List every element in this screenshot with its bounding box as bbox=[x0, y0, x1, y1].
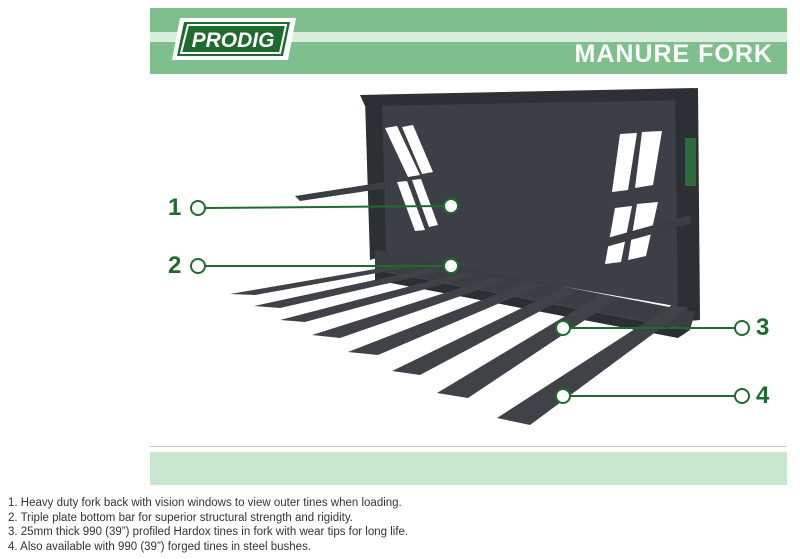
callout-marker bbox=[734, 320, 750, 336]
callout-label-4: 4 bbox=[756, 382, 770, 409]
header-banner: PRODIG MANURE FORK bbox=[150, 8, 787, 74]
callout-marker bbox=[555, 388, 571, 404]
divider bbox=[150, 446, 787, 447]
callout-marker bbox=[190, 258, 206, 274]
logo-text: PRODIG bbox=[192, 29, 275, 52]
callout-label-2: 2 bbox=[168, 252, 182, 279]
feature-note: 3. 25mm thick 990 (39”) profiled Hardox … bbox=[8, 526, 409, 539]
feature-note: 1. Heavy duty fork back with vision wind… bbox=[8, 497, 402, 509]
feature-note: 2. Triple plate bottom bar for superior … bbox=[8, 511, 353, 524]
feature-note: 4. Also available with 990 (39”) forged … bbox=[8, 540, 312, 553]
page-title: MANURE FORK bbox=[574, 40, 773, 68]
footer-band bbox=[150, 452, 787, 485]
callout-marker bbox=[190, 200, 206, 216]
callout-marker bbox=[734, 388, 750, 404]
brand-plate bbox=[685, 138, 696, 186]
callout-marker bbox=[443, 258, 459, 274]
header-stripe bbox=[150, 32, 787, 42]
callout-label-3: 3 bbox=[756, 314, 770, 341]
vision-window bbox=[385, 126, 420, 177]
callout-marker bbox=[555, 320, 571, 336]
callout-marker bbox=[443, 198, 459, 214]
prodig-logo: PRODIG bbox=[172, 18, 296, 60]
feature-notes: 1. Heavy duty fork back with vision wind… bbox=[8, 496, 408, 554]
callout-label-1: 1 bbox=[168, 194, 182, 221]
